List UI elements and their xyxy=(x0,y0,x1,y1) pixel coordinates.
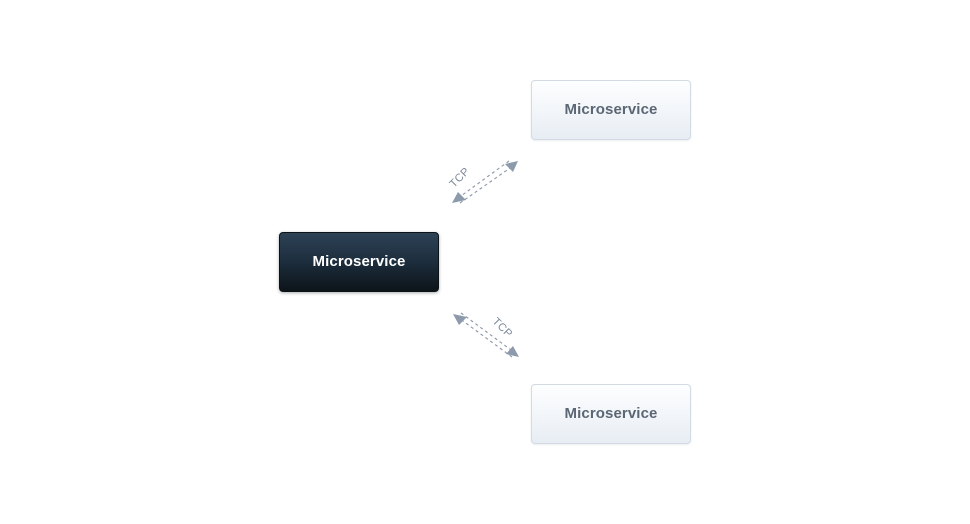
node-microservice-bottom-right[interactable]: Microservice xyxy=(531,384,691,444)
connector-label-upper: TCP xyxy=(448,166,473,191)
connector-upper: TCP xyxy=(448,160,518,204)
connector-label-lower: TCP xyxy=(490,316,515,341)
connector-lower-outbound xyxy=(460,312,519,357)
node-label: Microservice xyxy=(312,253,406,270)
node-label: Microservice xyxy=(564,101,658,118)
connector-line xyxy=(459,167,511,204)
node-label: Microservice xyxy=(564,405,658,422)
connector-lower: TCP xyxy=(453,312,519,358)
connector-upper-outbound xyxy=(459,161,518,204)
connector-line xyxy=(460,160,510,197)
connector-upper-inbound xyxy=(452,160,510,203)
arrowhead-icon xyxy=(506,346,519,357)
arrowhead-icon xyxy=(452,192,466,203)
connector-line xyxy=(460,312,512,351)
arrowhead-icon xyxy=(453,314,467,325)
node-microservice-top-right[interactable]: Microservice xyxy=(531,80,691,140)
connector-line xyxy=(462,320,513,358)
connector-lower-inbound xyxy=(453,314,513,358)
arrowhead-icon xyxy=(505,161,518,172)
node-microservice-center-left[interactable]: Microservice xyxy=(279,232,439,292)
